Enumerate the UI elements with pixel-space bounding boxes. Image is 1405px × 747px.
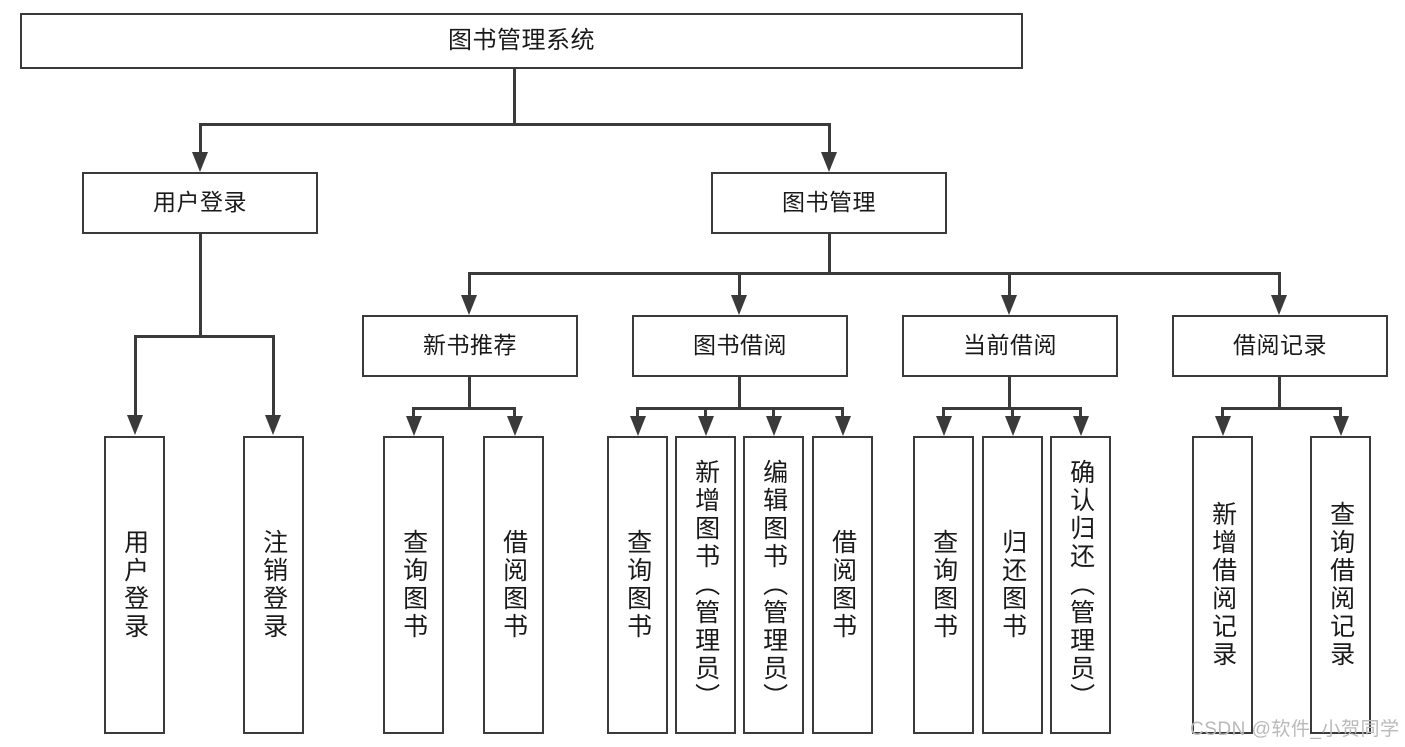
arrowhead-bb-edit-book — [766, 416, 782, 436]
arrowhead-cb-return-book — [1005, 416, 1021, 436]
arrowhead-cb-query-book — [936, 416, 952, 436]
connector-user-login-drop-1 — [134, 335, 137, 416]
leaf-nb-borrow-book[interactable]: 借阅图书 — [483, 436, 544, 734]
arrowhead-bb-add-book — [698, 416, 714, 436]
connector-level1-bar — [199, 123, 831, 126]
node-label: 用户登录 — [120, 529, 149, 641]
node-label: 编辑图书（管理员） — [759, 459, 788, 711]
connector-user-login-trunk — [199, 234, 202, 335]
connector-cb-drop-2 — [1011, 407, 1014, 417]
node-label: 注销登录 — [259, 529, 288, 641]
leaf-br-add-record[interactable]: 新增借阅记录 — [1192, 436, 1253, 734]
leaf-cb-confirm-return[interactable]: 确认归还（管理员） — [1050, 436, 1111, 734]
arrowhead-new-book-rec — [461, 295, 477, 315]
leaf-br-query-record[interactable]: 查询借阅记录 — [1310, 436, 1371, 734]
connector-cb-drop-3 — [1079, 407, 1082, 417]
connector-level2-drop-1 — [468, 272, 471, 296]
connector-user-login-bar — [134, 335, 275, 338]
connector-br-drop-1 — [1221, 407, 1224, 417]
connector-current-borrow-trunk — [1008, 377, 1011, 409]
leaf-nb-query-book[interactable]: 查询图书 — [383, 436, 444, 734]
node-label: 新书推荐 — [423, 332, 517, 359]
leaf-cb-return-book[interactable]: 归还图书 — [982, 436, 1043, 734]
node-label: 图书借阅 — [693, 332, 787, 359]
leaf-bb-query-book[interactable]: 查询图书 — [607, 436, 668, 734]
arrowhead-br-add-record — [1215, 416, 1231, 436]
connector-bb-drop-2 — [704, 407, 707, 417]
node-root-system[interactable]: 图书管理系统 — [20, 13, 1023, 69]
connector-new-book-bar — [412, 407, 516, 410]
connector-book-borrow-bar — [636, 407, 844, 410]
node-label: 借阅图书 — [828, 529, 857, 641]
node-label: 借阅记录 — [1233, 332, 1327, 359]
connector-bb-drop-1 — [636, 407, 639, 417]
arrowhead-bb-borrow-book — [835, 416, 851, 436]
connector-borrow-record-trunk — [1278, 377, 1281, 409]
connector-bb-drop-3 — [772, 407, 775, 417]
node-label: 用户登录 — [153, 189, 247, 216]
connector-root-trunk — [513, 69, 516, 125]
arrowhead-br-query-record — [1333, 416, 1349, 436]
leaf-bb-add-book[interactable]: 新增图书（管理员） — [675, 436, 736, 734]
leaf-logout-login[interactable]: 注销登录 — [243, 436, 304, 734]
arrowhead-leaf-user-login — [127, 415, 143, 435]
connector-level2-bar — [468, 272, 1280, 275]
node-current-borrow[interactable]: 当前借阅 — [902, 315, 1118, 377]
connector-borrow-record-bar — [1221, 407, 1341, 410]
leaf-bb-borrow-book[interactable]: 借阅图书 — [812, 436, 873, 734]
connector-level1-drop-left — [199, 123, 202, 153]
connector-cb-drop-1 — [942, 407, 945, 417]
connector-br-drop-2 — [1339, 407, 1342, 417]
node-label: 查询图书 — [929, 529, 958, 641]
connector-new-book-trunk — [468, 377, 471, 409]
node-label: 当前借阅 — [963, 332, 1057, 359]
connector-book-mgmt-trunk — [828, 234, 831, 274]
connector-user-login-drop-2 — [272, 335, 275, 416]
arrowhead-bb-query-book — [630, 416, 646, 436]
arrowhead-book-mgmt — [821, 152, 837, 172]
leaf-cb-query-book[interactable]: 查询图书 — [913, 436, 974, 734]
leaf-user-login[interactable]: 用户登录 — [104, 436, 165, 734]
node-book-borrow[interactable]: 图书借阅 — [632, 315, 848, 377]
node-label: 新增借阅记录 — [1208, 501, 1237, 669]
connector-bb-drop-4 — [841, 407, 844, 417]
arrowhead-cb-confirm-return — [1073, 416, 1089, 436]
arrowhead-nb-borrow-book — [507, 416, 523, 436]
node-label: 图书管理 — [782, 189, 876, 216]
arrowhead-current-borrow — [1001, 295, 1017, 315]
node-label: 归还图书 — [998, 529, 1027, 641]
node-label: 图书管理系统 — [448, 26, 595, 54]
connector-level2-drop-3 — [1008, 272, 1011, 296]
connector-level1-drop-right — [828, 123, 831, 153]
node-user-login[interactable]: 用户登录 — [82, 172, 318, 234]
node-borrow-record[interactable]: 借阅记录 — [1172, 315, 1388, 377]
connector-level2-drop-4 — [1278, 272, 1281, 296]
arrowhead-nb-query-book — [406, 416, 422, 436]
node-new-book-recommend[interactable]: 新书推荐 — [362, 315, 578, 377]
node-book-management[interactable]: 图书管理 — [711, 172, 947, 234]
node-label: 查询图书 — [399, 529, 428, 641]
arrowhead-leaf-logout-login — [265, 415, 281, 435]
connector-book-borrow-trunk — [738, 377, 741, 409]
connector-new-book-drop-2 — [513, 407, 516, 417]
connector-new-book-drop-1 — [412, 407, 415, 417]
arrowhead-user-login — [192, 152, 208, 172]
node-label: 查询图书 — [623, 529, 652, 641]
leaf-bb-edit-book[interactable]: 编辑图书（管理员） — [743, 436, 804, 734]
node-label: 新增图书（管理员） — [691, 459, 720, 711]
arrowhead-borrow-record — [1271, 295, 1287, 315]
node-label: 借阅图书 — [499, 529, 528, 641]
arrowhead-book-borrow — [731, 295, 747, 315]
node-label: 查询借阅记录 — [1326, 501, 1355, 669]
node-label: 确认归还（管理员） — [1066, 459, 1095, 711]
connector-level2-drop-2 — [738, 272, 741, 296]
